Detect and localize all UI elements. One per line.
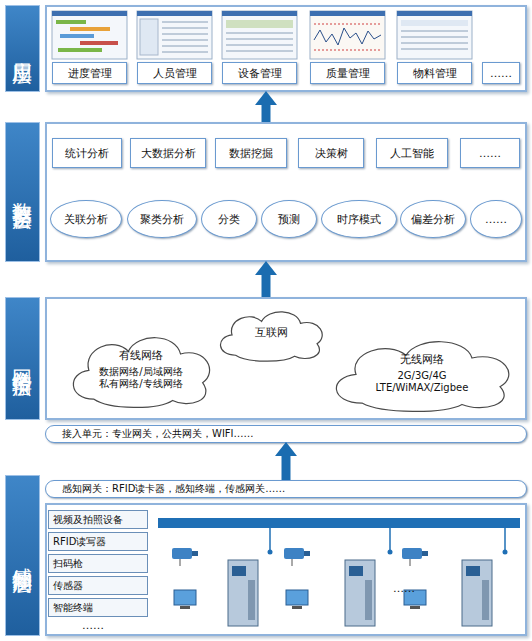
network-name: 互联网 bbox=[255, 325, 288, 340]
analysis-name: 偏差分析 bbox=[411, 212, 455, 227]
bus-wire bbox=[270, 528, 505, 552]
analysis-ellipse: 偏差分析 bbox=[400, 200, 466, 238]
layer-title: 网络传输层 bbox=[5, 297, 40, 420]
module-name: …… bbox=[490, 67, 512, 80]
analysis-ellipse: 分类 bbox=[201, 200, 257, 238]
network-cloud: 互联网 bbox=[212, 305, 330, 363]
flow-arrow bbox=[282, 456, 291, 480]
module-caption: 物料管理 bbox=[397, 62, 472, 84]
method-box: …… bbox=[460, 138, 520, 168]
method-name: 大数据分析 bbox=[141, 146, 196, 161]
analysis-name: 预测 bbox=[278, 212, 300, 227]
method-box: 决策树 bbox=[298, 138, 364, 168]
method-name: 数据挖掘 bbox=[229, 146, 273, 161]
module-caption: 人员管理 bbox=[137, 62, 212, 84]
screen-thumbnail bbox=[52, 11, 127, 59]
module-name: 设备管理 bbox=[238, 66, 282, 81]
method-name: 决策树 bbox=[315, 146, 348, 161]
device-name: 传感器 bbox=[53, 579, 83, 593]
module-caption: 进度管理 bbox=[52, 62, 127, 84]
analysis-name: 聚类分析 bbox=[140, 212, 184, 227]
gateway-bar: 接入单元：专业网关，公共网关，WIFI…… bbox=[45, 425, 527, 443]
module-caption: 设备管理 bbox=[222, 62, 297, 84]
screen-thumbnail bbox=[397, 11, 472, 59]
network-name: 有线网络 bbox=[119, 348, 163, 363]
layer-band: 网络传输层有线网络数据网络/局域网络 私有网络/专线网络互联网无线网络2G/3G… bbox=[5, 297, 527, 420]
method-box: 大数据分析 bbox=[130, 138, 206, 168]
layer-band: 感知控制层 感知网关：RFID读卡器，感知终端，传感网关…… 视频及拍照设备 RFID… bbox=[5, 475, 527, 636]
device-box: RFID读写器 bbox=[48, 532, 148, 551]
device-box: 智能终端 bbox=[48, 598, 148, 617]
device-box: 视频及拍照设备 bbox=[48, 510, 148, 529]
method-name: 统计分析 bbox=[65, 146, 109, 161]
network-name: 无线网络 bbox=[400, 352, 444, 367]
network-detail: 数据网络/局域网络 私有网络/专线网络 bbox=[85, 366, 197, 390]
device-name: 视频及拍照设备 bbox=[53, 513, 123, 527]
method-name: …… bbox=[479, 147, 501, 160]
module-name: 质量管理 bbox=[326, 66, 370, 81]
ellipsis-note: …… bbox=[82, 619, 104, 632]
layer-band: 数据整合层 统计分析 大数据分析 数据挖掘 决策树 人工智能 …… 关联分析 聚类分析 分类 预测 时… bbox=[5, 122, 527, 262]
ellipsis-note: …… bbox=[393, 582, 415, 595]
gateway-text: 感知网关：RFID读卡器，感知终端，传感网关…… bbox=[62, 482, 285, 496]
method-box: 数据挖掘 bbox=[215, 138, 287, 168]
network-cloud: 无线网络 2G/3G/4G LTE/WiMAX/Zigbee bbox=[322, 332, 522, 414]
layer-title: 数据整合层 bbox=[5, 122, 40, 262]
screen-thumbnail bbox=[222, 11, 297, 59]
analysis-ellipse: 时序模式 bbox=[321, 200, 397, 238]
network-cloud: 有线网络数据网络/局域网络 私有网络/专线网络 bbox=[62, 328, 220, 410]
analysis-ellipse: …… bbox=[470, 200, 522, 238]
analysis-ellipse: 聚类分析 bbox=[127, 200, 197, 238]
camera-symbol bbox=[172, 548, 428, 566]
gateway-text: 接入单元：专业网关，公共网关，WIFI…… bbox=[62, 427, 254, 441]
network-detail: 2G/3G/4G LTE/WiMAX/Zigbee bbox=[366, 370, 478, 394]
module-name: 进度管理 bbox=[68, 66, 112, 81]
layer-title: 感知控制层 bbox=[5, 475, 40, 636]
module-name: 人员管理 bbox=[153, 66, 197, 81]
device-name: 扫码枪 bbox=[53, 557, 83, 571]
flow-arrow bbox=[262, 275, 271, 297]
device-box: 扫码枪 bbox=[48, 554, 148, 573]
method-box: 统计分析 bbox=[52, 138, 122, 168]
field-bus bbox=[158, 518, 520, 528]
computer-symbol bbox=[174, 590, 426, 609]
device-name: 智能终端 bbox=[53, 601, 93, 615]
screen-thumbnail bbox=[137, 11, 212, 59]
layer-band: 应用层进度管理 人员管理 设备管理 质量管理 物料管理 …… bbox=[5, 5, 527, 92]
analysis-ellipse: 预测 bbox=[261, 200, 317, 238]
analysis-name: …… bbox=[485, 213, 507, 226]
module-caption: 质量管理 bbox=[310, 62, 385, 84]
method-name: 人工智能 bbox=[390, 146, 434, 161]
analysis-name: 分类 bbox=[218, 212, 240, 227]
device-box: 传感器 bbox=[48, 576, 148, 595]
module-caption: …… bbox=[482, 62, 520, 84]
analysis-ellipse: 关联分析 bbox=[50, 200, 122, 238]
analysis-name: 时序模式 bbox=[337, 212, 381, 227]
layer-title: 应用层 bbox=[5, 5, 40, 92]
module-name: 物料管理 bbox=[413, 66, 457, 81]
gateway-bar: 感知网关：RFID读卡器，感知终端，传感网关…… bbox=[45, 480, 527, 498]
machine-symbol bbox=[228, 560, 492, 626]
device-name: RFID读写器 bbox=[53, 535, 106, 549]
analysis-name: 关联分析 bbox=[64, 212, 108, 227]
flow-arrow bbox=[262, 105, 271, 122]
method-box: 人工智能 bbox=[376, 138, 448, 168]
bus-tap bbox=[268, 550, 508, 555]
screen-thumbnail bbox=[310, 11, 385, 59]
